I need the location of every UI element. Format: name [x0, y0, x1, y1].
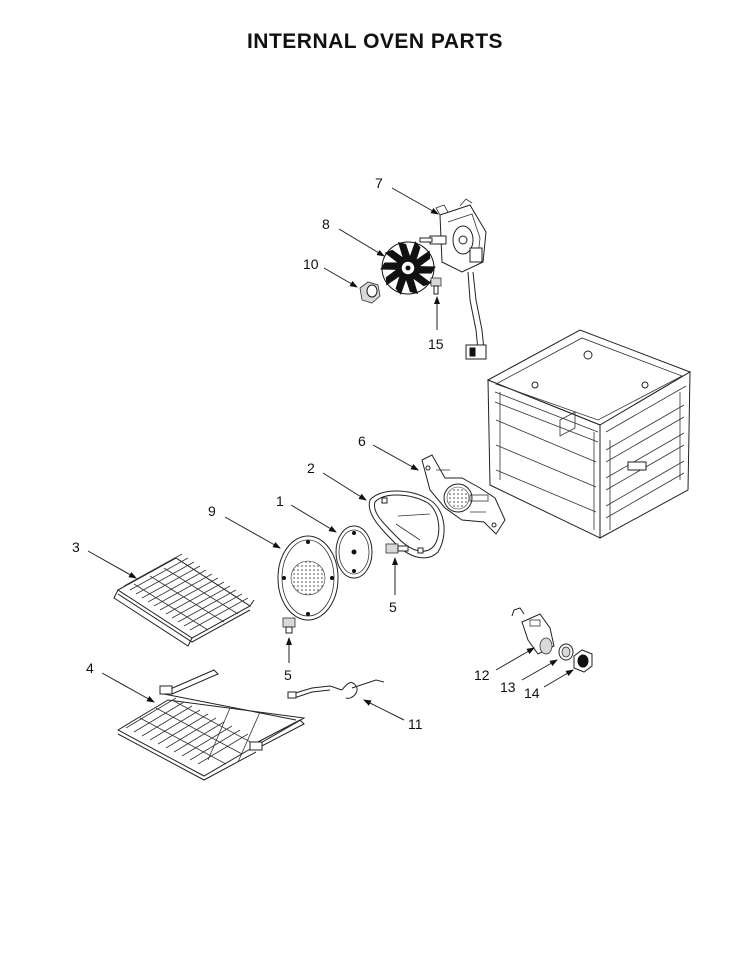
callout-1: 1 — [276, 493, 284, 509]
leader-9 — [224, 516, 281, 549]
callout-8: 8 — [322, 216, 330, 232]
leader-1 — [290, 504, 337, 533]
callout-7: 7 — [375, 175, 383, 191]
callout-14: 14 — [524, 685, 540, 701]
leader-14 — [543, 669, 574, 688]
callout-labels: 7 8 10 15 6 2 1 9 3 5 5 4 11 12 13 14 — [72, 175, 540, 732]
leader-6 — [372, 444, 419, 471]
temperature-sensor — [287, 679, 385, 699]
element-screw — [385, 543, 409, 554]
leader-7 — [391, 187, 439, 215]
oven-light-lens — [573, 649, 593, 673]
motor-screw — [430, 277, 442, 295]
convection-element — [368, 490, 445, 559]
callout-12: 12 — [474, 667, 490, 683]
fan-guard — [335, 525, 373, 579]
callout-11: 11 — [408, 716, 423, 732]
callout-leaders — [87, 187, 574, 721]
leader-4 — [101, 672, 155, 703]
cover-screw — [282, 617, 296, 634]
callout-5-left: 5 — [284, 667, 292, 683]
oven-light-gasket — [558, 643, 574, 661]
oven-light-socket — [511, 607, 555, 655]
oven-rack-sliding — [116, 669, 306, 781]
callout-15: 15 — [428, 336, 444, 352]
convection-fan-blade — [380, 241, 436, 295]
callout-3: 3 — [72, 539, 80, 555]
convection-cover — [277, 535, 339, 621]
callout-10: 10 — [303, 256, 319, 272]
leader-3 — [87, 550, 137, 579]
leader-11 — [363, 699, 405, 721]
callout-2: 2 — [307, 460, 315, 476]
callout-5-right: 5 — [389, 599, 397, 615]
leader-8 — [338, 228, 385, 257]
oven-cavity — [486, 329, 692, 539]
leader-12 — [495, 647, 535, 671]
leader-13 — [521, 659, 558, 681]
fan-nut — [359, 281, 381, 304]
callout-6: 6 — [358, 433, 366, 449]
element-bracket — [421, 454, 506, 535]
diagram-title: INTERNAL OVEN PARTS — [246, 30, 504, 53]
callout-13: 13 — [500, 679, 516, 695]
leader-2 — [322, 472, 367, 501]
callout-9: 9 — [208, 503, 216, 519]
callout-4: 4 — [86, 660, 94, 676]
leader-10 — [323, 267, 358, 288]
convection-motor — [419, 198, 487, 360]
oven-rack-flat — [113, 553, 255, 647]
